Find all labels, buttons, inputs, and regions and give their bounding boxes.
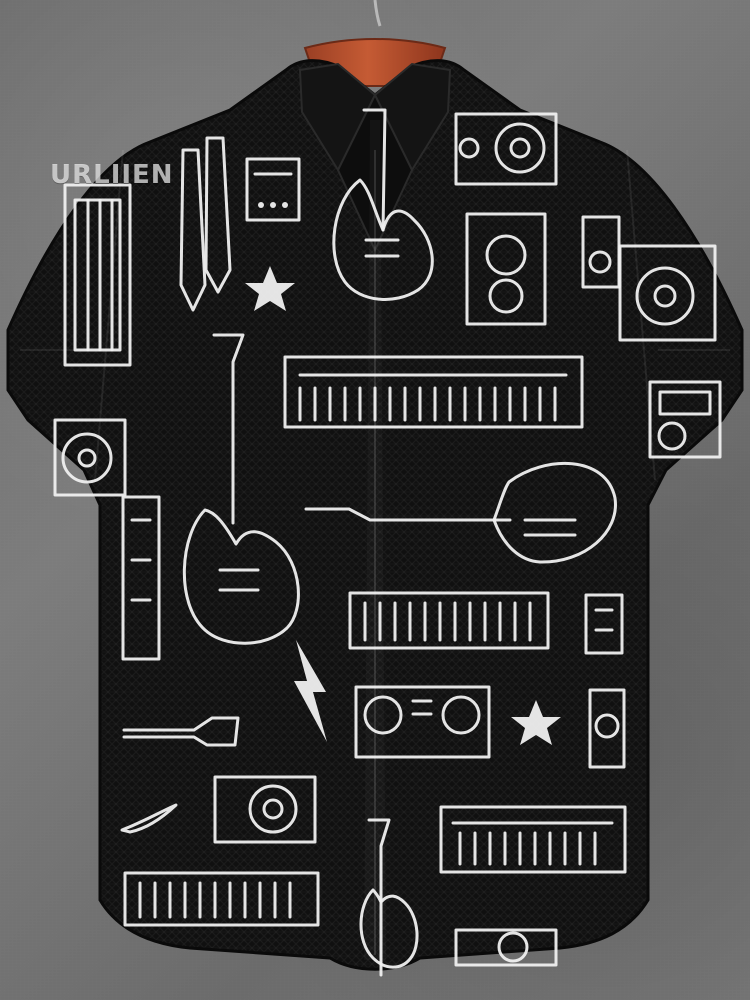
shirt-body xyxy=(6,59,744,971)
watermark-text: URLIIEN xyxy=(50,160,174,190)
instrument-print xyxy=(53,108,722,977)
